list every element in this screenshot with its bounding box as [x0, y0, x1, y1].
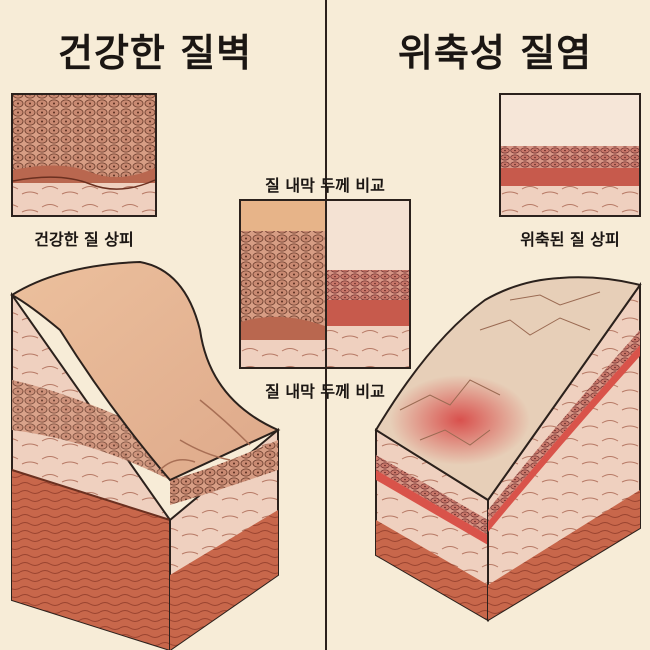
atrophic-epithelium-label: 위축된 질 상피 [520, 230, 620, 249]
healthy-epithelium-inset [11, 93, 157, 217]
thickness-comparison-label-bottom: 질 내막 두께 비교 [265, 382, 385, 401]
atrophic-vaginitis-title: 위축성 질염 [398, 31, 593, 75]
healthy-epithelium-label: 건강한 질 상피 [34, 230, 134, 249]
atrophic-wall-block [374, 276, 642, 622]
thickness-comparison-label-top: 질 내막 두께 비교 [265, 176, 385, 195]
atrophic-epithelium-inset [499, 93, 641, 217]
healthy-wall-block [10, 260, 281, 650]
healthy-wall-title: 건강한 질벽 [58, 31, 253, 75]
thickness-comparison-inset [239, 199, 411, 369]
